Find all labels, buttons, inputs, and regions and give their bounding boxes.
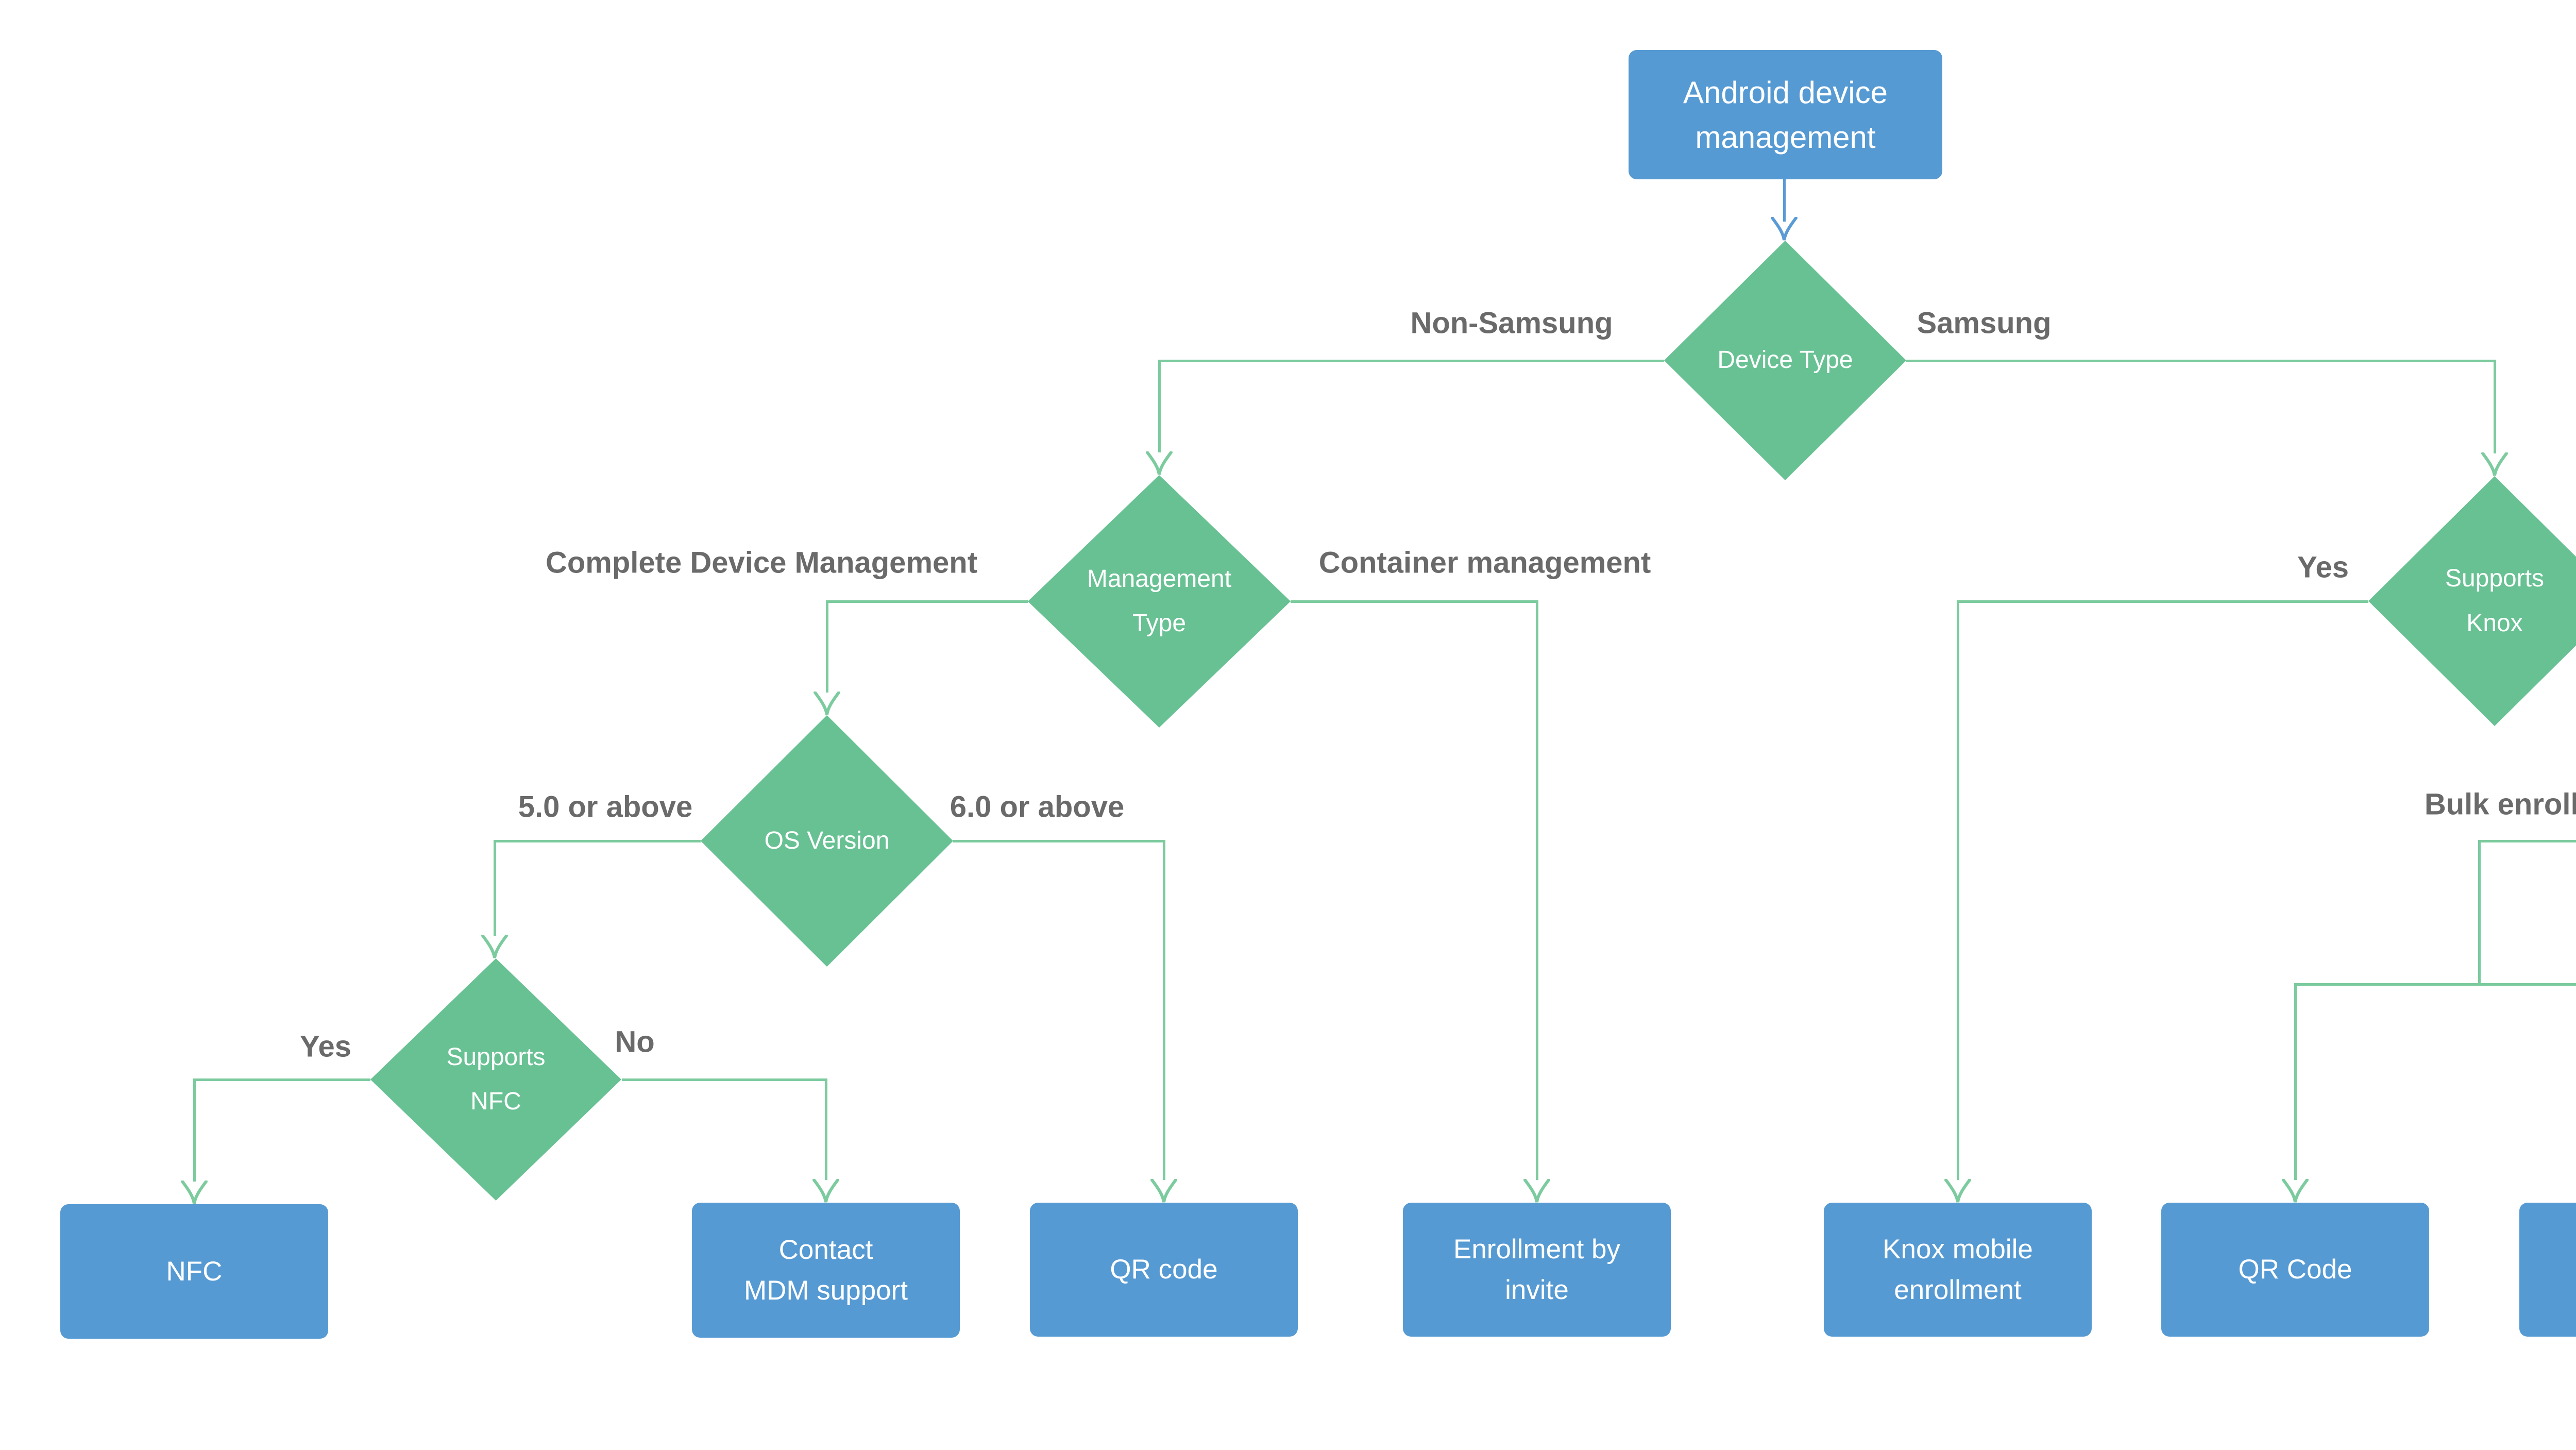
node-android-device-management[interactable]: Android device management xyxy=(1629,50,1942,179)
arrowhead-knox-mobile xyxy=(1943,1178,1972,1204)
node-knox-mobile-enrollment-label: Knox mobile enrollment xyxy=(1883,1234,2033,1306)
arrowhead-qr-code-left xyxy=(1149,1178,1178,1204)
arrowhead-enroll-invite-left xyxy=(1522,1178,1551,1204)
arrowhead-os-version xyxy=(812,691,841,716)
node-qr-code-left-label: QR code xyxy=(1110,1254,1218,1285)
arrowhead-supports-knox xyxy=(2480,452,2509,477)
edge-label-non-samsung: Non-Samsung xyxy=(1410,306,1613,340)
connector-enrollment-type-bulk-h xyxy=(2479,840,2576,842)
connector-supports-nfc-to-nfc-h xyxy=(194,1078,370,1081)
connector-device-type-to-management-type-h xyxy=(1159,360,1664,362)
connector-root-to-device-type xyxy=(1783,179,1786,222)
connector-management-type-to-os-version-v xyxy=(826,600,828,693)
connector-enrollment-type-bulk-v xyxy=(2478,840,2481,985)
arrowhead-supports-nfc xyxy=(480,934,509,959)
edge-label-6-0-or-above: 6.0 or above xyxy=(950,790,1125,824)
edge-label-container-management: Container management xyxy=(1318,546,1651,580)
node-enrollment-by-invite-left-label: Enrollment by invite xyxy=(1453,1234,1621,1306)
node-qr-code-right-label: QR Code xyxy=(2238,1254,2352,1285)
edge-label-nfc-no: No xyxy=(615,1025,655,1059)
arrowhead-nfc-left xyxy=(180,1180,209,1205)
decision-management-type[interactable]: Management Type xyxy=(1028,475,1291,728)
connector-management-type-to-enroll-invite-h xyxy=(1291,600,1537,603)
connector-os-version-to-supports-nfc-v xyxy=(494,840,496,936)
edge-label-samsung: Samsung xyxy=(1917,306,2052,340)
connector-supports-knox-to-knox-mobile-v xyxy=(1957,600,1959,1180)
node-enrollment-by-invite-left[interactable]: Enrollment by invite xyxy=(1403,1203,1671,1337)
node-contact-mdm-support[interactable]: Contact MDM support xyxy=(692,1203,960,1338)
edge-label-5-0-or-above: 5.0 or above xyxy=(518,790,693,824)
connector-supports-knox-to-knox-mobile-h xyxy=(1958,600,2368,603)
connector-supports-nfc-to-contact-v xyxy=(825,1078,827,1180)
node-qr-code-right[interactable]: QR Code xyxy=(2161,1203,2429,1337)
connector-os-version-to-qr-code-v xyxy=(1163,840,1165,1180)
edge-label-nfc-yes: Yes xyxy=(300,1030,351,1064)
decision-supports-knox-label: Supports Knox xyxy=(2445,565,2545,637)
arrowhead-qr-code-right xyxy=(2281,1178,2310,1204)
node-nfc-left-label: NFC xyxy=(166,1256,223,1287)
connector-device-type-to-supports-knox-h xyxy=(1906,360,2495,362)
node-qr-code-left[interactable]: QR code xyxy=(1030,1203,1298,1337)
connector-os-version-to-qr-code-h xyxy=(953,840,1164,842)
node-android-device-management-label: Android device management xyxy=(1683,75,1888,155)
decision-device-type-label: Device Type xyxy=(1717,346,1853,374)
edge-label-bulk-enrollment: Bulk enrollment xyxy=(2424,787,2576,821)
connector-management-type-to-os-version-h xyxy=(827,600,1028,603)
node-knox-mobile-enrollment[interactable]: Knox mobile enrollment xyxy=(1824,1203,2092,1337)
connector-supports-nfc-to-nfc-v xyxy=(193,1078,196,1182)
connector-os-version-to-supports-nfc-h xyxy=(495,840,701,842)
arrowhead-management-type xyxy=(1145,451,1174,476)
connector-bulk-to-qr-code-v xyxy=(2294,983,2297,1180)
node-nfc-left[interactable]: NFC xyxy=(60,1204,328,1339)
connector-bulk-tee xyxy=(2295,983,2576,986)
edge-label-knox-yes: Yes xyxy=(2297,550,2349,584)
decision-supports-nfc[interactable]: Supports NFC xyxy=(370,958,621,1201)
decision-supports-nfc-label: Supports NFC xyxy=(446,1043,546,1115)
connector-device-type-to-management-type-v xyxy=(1158,360,1161,452)
connector-supports-nfc-to-contact-h xyxy=(622,1078,826,1081)
decision-device-type[interactable]: Device Type xyxy=(1664,241,1906,480)
connector-management-type-to-enroll-invite-v xyxy=(1536,600,1538,1180)
edge-label-complete-device-management: Complete Device Management xyxy=(545,546,978,580)
decision-management-type-label: Management Type xyxy=(1087,565,1232,637)
decision-supports-knox[interactable]: Supports Knox xyxy=(2368,476,2576,726)
node-contact-mdm-support-label: Contact MDM support xyxy=(743,1234,908,1306)
decision-os-version[interactable]: OS Version xyxy=(701,715,953,967)
connector-device-type-to-supports-knox-v xyxy=(2494,360,2496,453)
arrowhead-contact-mdm xyxy=(811,1178,840,1204)
decision-os-version-label: OS Version xyxy=(764,827,890,854)
node-nfc-right[interactable]: NFC xyxy=(2519,1203,2576,1337)
